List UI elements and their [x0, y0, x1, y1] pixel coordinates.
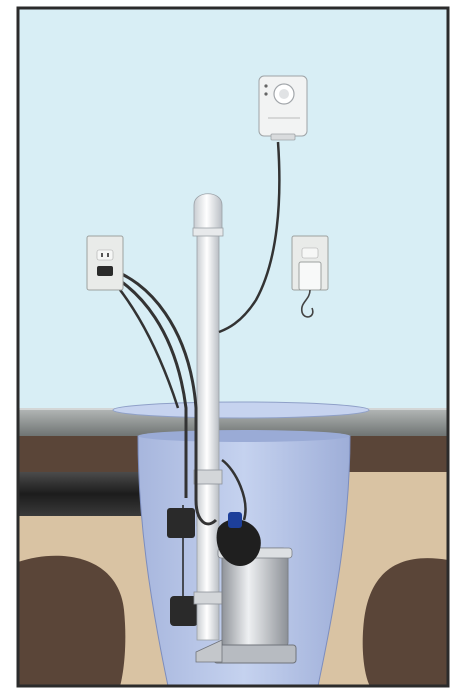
sump-alarm — [259, 76, 307, 140]
wall-outlet-left — [87, 236, 123, 290]
pipe-cap — [194, 194, 222, 230]
basement-wall — [18, 8, 448, 408]
drain-tile-pipe — [18, 472, 158, 516]
basin-lid-opening — [113, 402, 369, 418]
discharge-pipe — [197, 230, 219, 640]
float-switch-upper — [167, 508, 195, 538]
